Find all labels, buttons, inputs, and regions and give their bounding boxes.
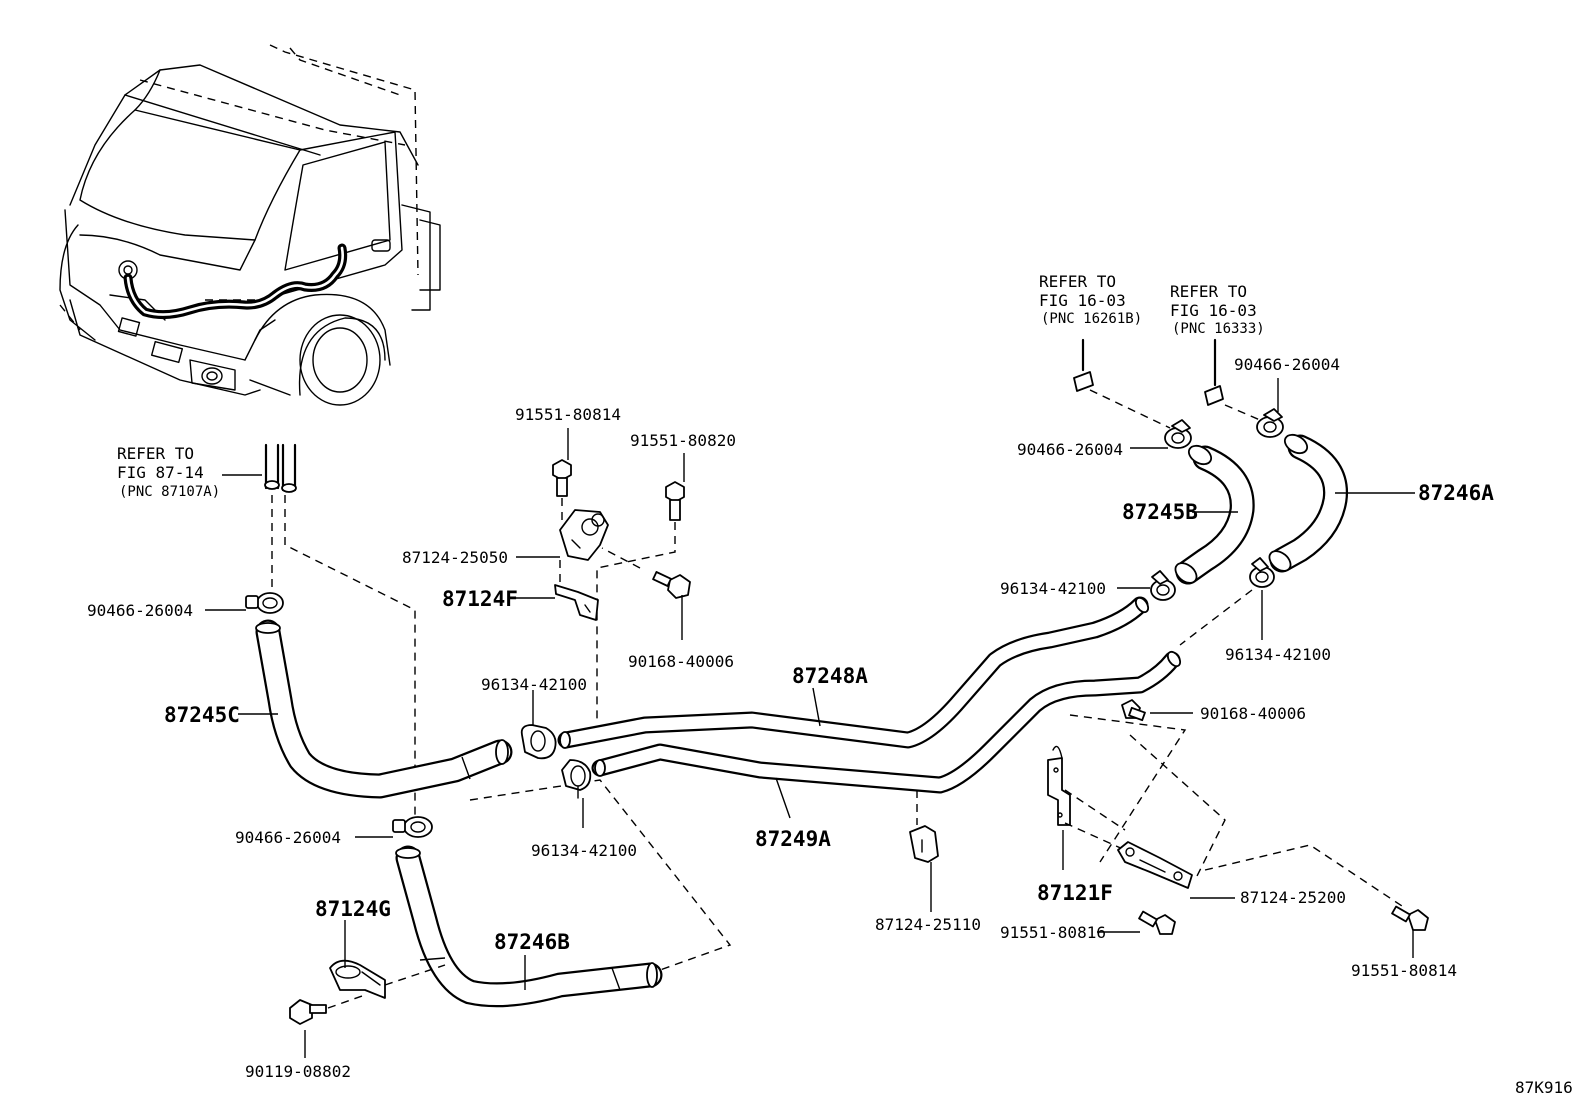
- clip-87124-25110: [909, 790, 939, 863]
- label-96134-42100-d: 96134-42100: [1225, 645, 1331, 664]
- label-87249A: 87249A: [755, 827, 831, 851]
- clamp-96134-42100-a: [520, 724, 557, 760]
- bracket-87124-25200: [1117, 841, 1193, 889]
- label-87124G: 87124G: [315, 897, 391, 921]
- bracket-87124-25050: [559, 509, 609, 561]
- svg-text:(PNC 87107A): (PNC 87107A): [119, 484, 220, 500]
- label-91551-80814-top: 91551-80814: [515, 405, 621, 424]
- clamp-90466-mid: [392, 816, 433, 838]
- svg-text:(PNC 16333): (PNC 16333): [1172, 321, 1265, 337]
- bolt-91551-80816: [1138, 910, 1176, 935]
- label-90466-26004-r2: 90466-26004: [1234, 355, 1340, 374]
- label-87124-25200: 87124-25200: [1240, 888, 1346, 907]
- label-87245C: 87245C: [164, 703, 240, 727]
- svg-text:REFER TO: REFER TO: [1170, 282, 1247, 301]
- label-90466-26004-r1: 90466-26004: [1017, 440, 1123, 459]
- svg-text:REFER TO: REFER TO: [117, 444, 194, 463]
- figure-code: 87K916: [1515, 1078, 1573, 1097]
- svg-text:FIG 16-03: FIG 16-03: [1039, 291, 1126, 310]
- label-87121F: 87121F: [1037, 881, 1113, 905]
- label-96134-42100-a: 96134-42100: [481, 675, 587, 694]
- bolt-91551-80820: [596, 481, 685, 720]
- label-90168-40006-a: 90168-40006: [628, 652, 734, 671]
- clamp-96134-42100-d: [1249, 557, 1275, 588]
- clamp-96134-42100-b: [561, 759, 592, 799]
- svg-text:REFER TO: REFER TO: [1039, 272, 1116, 291]
- label-90466-26004-left: 90466-26004: [87, 601, 193, 620]
- refer-note-16-03-a: REFER TO FIG 16-03 (PNC 16261B): [1039, 272, 1142, 327]
- label-91551-80820: 91551-80820: [630, 431, 736, 450]
- left-hose-assembly: [245, 443, 732, 1025]
- pipe-87249A: [591, 650, 1182, 794]
- label-87124F: 87124F: [442, 587, 518, 611]
- label-90119-08802: 90119-08802: [245, 1062, 351, 1081]
- label-91551-80814-right: 91551-80814: [1351, 961, 1457, 980]
- label-87248A: 87248A: [792, 664, 868, 688]
- right-hose-assembly: [909, 338, 1429, 935]
- svg-text:FIG 16-03: FIG 16-03: [1170, 301, 1257, 320]
- label-96134-42100-c: 96134-42100: [1000, 579, 1106, 598]
- hose-87245B: [1174, 444, 1255, 585]
- label-87246A: 87246A: [1418, 481, 1494, 505]
- hose-87245C: [255, 619, 513, 799]
- bracket-87121F: [1047, 745, 1126, 851]
- truck-cab-illustration: [59, 44, 441, 406]
- label-87246B: 87246B: [494, 930, 570, 954]
- clamp-90466-left: [245, 592, 284, 614]
- refer-note-87-14: REFER TO FIG 87-14 (PNC 87107A): [117, 444, 220, 500]
- bolt-91551-80814-right: [1391, 905, 1429, 931]
- leader-lines: [205, 378, 1415, 1058]
- label-87245B: 87245B: [1122, 500, 1198, 524]
- clamp-90466-r2: [1256, 408, 1284, 438]
- clamp-96134-42100-c: [1150, 570, 1176, 601]
- clip-87124G: [329, 959, 446, 999]
- bracket-87124F: [554, 560, 599, 621]
- svg-text:(PNC 16261B): (PNC 16261B): [1041, 311, 1142, 327]
- svg-text:FIG 87-14: FIG 87-14: [117, 463, 204, 482]
- center-bracket-assembly: [520, 459, 691, 799]
- label-96134-42100-b: 96134-42100: [531, 841, 637, 860]
- label-87124-25050: 87124-25050: [402, 548, 508, 567]
- bolt-91551-80814-top: [552, 459, 572, 520]
- pipe-87248A: [557, 596, 1150, 749]
- label-90168-40006-b: 90168-40006: [1200, 704, 1306, 723]
- label-91551-80816: 91551-80816: [1000, 923, 1106, 942]
- label-87124-25110: 87124-25110: [875, 915, 981, 934]
- bolt-90168-40006-b: [1121, 699, 1146, 722]
- clamp-90466-r1: [1164, 419, 1192, 449]
- refer-note-16-03-b: REFER TO FIG 16-03 (PNC 16333): [1170, 282, 1265, 337]
- hose-87246B: [395, 845, 663, 1008]
- bolt-90168-40006-a: [601, 547, 691, 599]
- hose-87246A: [1268, 433, 1349, 573]
- label-90466-26004-mid: 90466-26004: [235, 828, 341, 847]
- bolt-90119: [289, 994, 366, 1025]
